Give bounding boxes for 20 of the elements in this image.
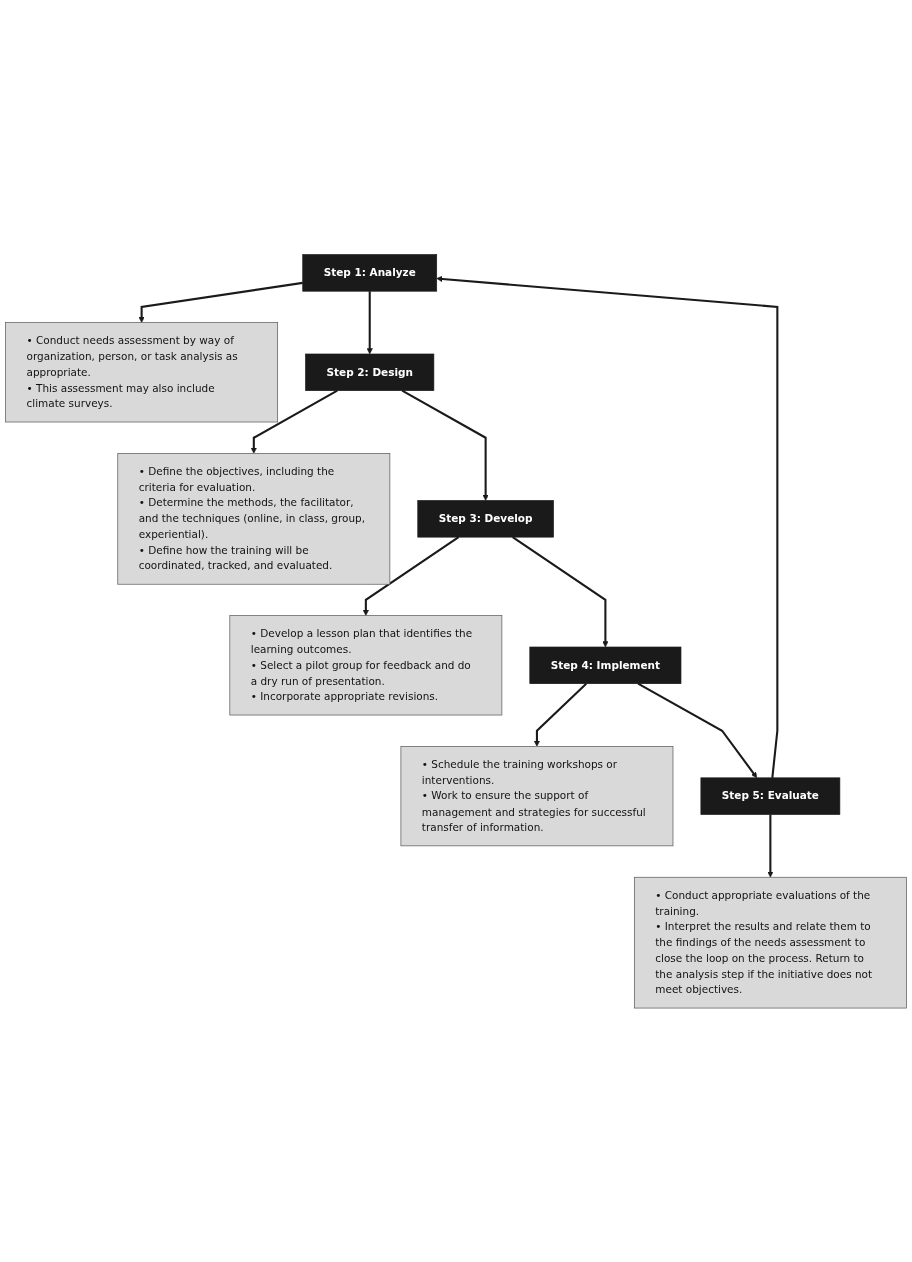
node-box: Step 3: Develop (417, 499, 554, 538)
node-box: • Develop a lesson plan that identifies the learning outcomes. • Select a pilot group for feedback and do a dry run of presentation. • Incorporate appropriate revisions. (229, 614, 503, 716)
node-box: Step 4: Implement (529, 646, 682, 684)
arrow (436, 275, 779, 778)
node-box: • Define the objectives, including the criteria for evaluation. • Determine the methods, the facilitator, and the techniques (online, in class, group, experiential). • Define how the training will be coordinated, tracked, and evaluated. (117, 452, 391, 585)
node-box: Step 1: Analyze (302, 253, 438, 292)
arrow (362, 535, 460, 616)
arrow (366, 290, 373, 354)
arrow (767, 814, 774, 878)
arrow (637, 682, 758, 778)
arrow (138, 281, 303, 323)
arrow (533, 682, 587, 747)
node-box: Step 5: Evaluate (700, 777, 841, 815)
node-box: • Conduct appropriate evaluations of the training. • Interpret the results and relate them to the findings of the needs assessment to close the loop on the process. Return to the analysis step if the initiative does not meet objectives. (634, 876, 907, 1009)
node-box: Step 2: Design (305, 353, 435, 391)
arrow (250, 389, 338, 454)
node-box: • Conduct needs assessment by way of organization, person, or task analysis as appropriate. • This assessment may also include climate surveys. (5, 321, 279, 423)
arrow (401, 389, 489, 501)
arrow (512, 535, 609, 647)
node-box: • Schedule the training workshops or interventions. • Work to ensure the support of management and strategies for successful transfer of information. (400, 745, 674, 846)
